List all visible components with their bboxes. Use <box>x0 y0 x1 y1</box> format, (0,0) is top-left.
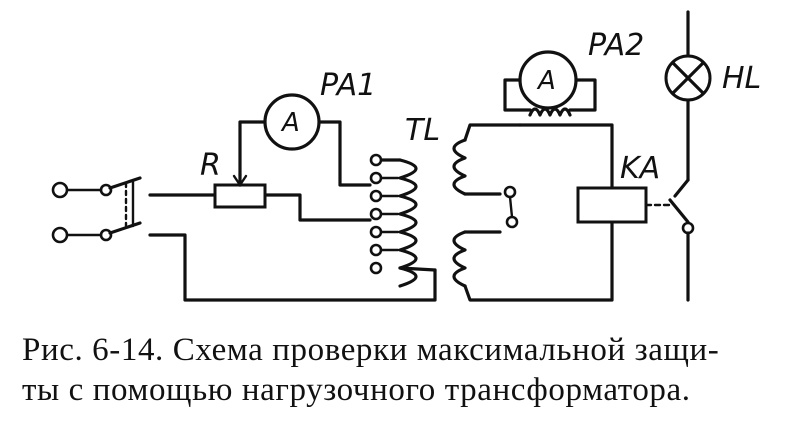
ammeter-pa2 <box>503 50 614 190</box>
relay-label: KA <box>620 151 660 186</box>
figure-caption: Рис. 6-14. Схема проверки максимальной з… <box>22 330 782 410</box>
relay-ka <box>576 186 674 224</box>
lamp-label: HL <box>722 61 761 96</box>
switch-s <box>108 176 142 235</box>
lamp-hl <box>664 10 712 302</box>
transformer-label: TL <box>405 113 440 148</box>
transformer-tl-primary <box>369 153 437 288</box>
transformer-tl-secondary <box>452 123 614 302</box>
ammeter-pa2-label: PA2 <box>588 28 644 63</box>
caption-line-2: ты с помощью нагрузочного трансформатора… <box>22 372 691 408</box>
rheostat-r <box>213 173 267 209</box>
primary-wiring <box>148 120 437 302</box>
ammeter-pa1 <box>263 93 321 151</box>
ammeter-pa1-symbol: A <box>280 108 300 138</box>
circuit-diagram: R A PA1 TL <box>51 10 761 302</box>
caption-line-1: Рис. 6-14. Схема проверки максимальной з… <box>22 332 720 368</box>
rheostat-label: R <box>200 148 221 183</box>
ammeter-pa2-symbol: A <box>536 66 556 96</box>
supply-terminals <box>51 181 113 244</box>
ammeter-pa1-label: PA1 <box>320 68 376 103</box>
